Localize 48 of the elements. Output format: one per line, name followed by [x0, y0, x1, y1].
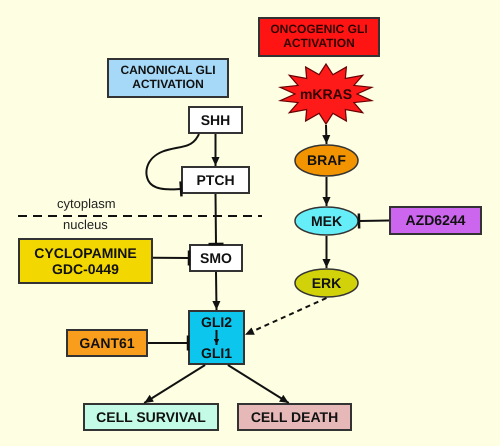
node-label: SHH [200, 112, 230, 128]
compartment-label: cytoplasm [57, 196, 116, 211]
title-text: ONCOGENIC GLI ACTIVATION [269, 23, 369, 51]
protein-box [189, 244, 243, 272]
outcome-box [237, 403, 352, 431]
drug-label: CYCLOPAMINE [34, 244, 137, 261]
protein-label: GLI2 [196, 314, 237, 330]
protein-label: GLI1 [196, 345, 237, 361]
drug-box [66, 329, 148, 357]
node-label: BRAF [307, 152, 346, 169]
title-box [258, 17, 380, 57]
arrow [211, 134, 220, 166]
inhibition-line [148, 334, 190, 352]
outcome-box [83, 403, 219, 431]
drug-box [389, 206, 482, 235]
drug-label: GDC-0449 [52, 261, 119, 278]
outcome-label: CELL SURVIVAL [96, 408, 206, 426]
inhibition-line [153, 249, 190, 267]
outcome-label: CELL DEATH [250, 408, 338, 426]
protein-ellipse [294, 268, 359, 298]
curved-inhibition-line [145, 134, 200, 198]
inhibition-line [358, 212, 390, 230]
node-label: SMO [200, 250, 232, 266]
protein-box [181, 166, 250, 194]
complex-box [188, 310, 245, 365]
protein-box [188, 106, 243, 134]
arrow [214, 330, 220, 345]
node-label: mKRAS [300, 86, 352, 102]
arrow [144, 364, 206, 404]
node-label: MEK [310, 212, 342, 230]
arrow [322, 124, 330, 144]
drug-box [18, 238, 153, 284]
title-text: CANONICAL GLI ACTIVATION [119, 64, 217, 92]
node-label: PTCH [196, 172, 235, 188]
protein-ellipse [294, 206, 359, 236]
arrow [322, 177, 331, 206]
drug-label: GANT61 [79, 334, 135, 352]
arrow [322, 236, 331, 268]
arrow [227, 364, 290, 404]
dashed-arrow [244, 297, 327, 336]
protein-ellipse [294, 144, 359, 177]
inhibition-line [207, 194, 225, 246]
compartment-label: nucleus [63, 217, 108, 232]
starburst-node [278, 63, 374, 125]
arrow [212, 272, 220, 310]
drug-label: AZD6244 [406, 212, 466, 229]
title-box [107, 58, 229, 98]
node-label: ERK [312, 274, 342, 292]
